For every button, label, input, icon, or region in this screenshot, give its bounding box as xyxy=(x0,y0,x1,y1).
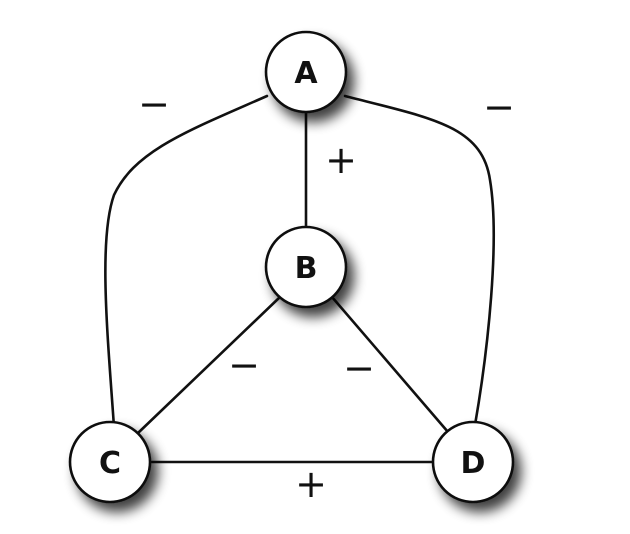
node-c-circle xyxy=(68,420,152,504)
sign-label-b-c: − xyxy=(228,343,260,387)
sign-label-a-b: + xyxy=(325,138,357,182)
edge-a-d xyxy=(343,94,496,427)
sign-label-b-d: − xyxy=(343,346,375,390)
sign-label-c-d: + xyxy=(295,462,327,506)
node-b-circle xyxy=(264,225,348,309)
node-c-label: C xyxy=(99,446,121,481)
node-a-label: A xyxy=(294,56,318,91)
node-a-circle xyxy=(264,30,348,114)
node-c: C xyxy=(68,420,152,504)
node-d-circle xyxy=(431,420,515,504)
node-d-label: D xyxy=(461,446,486,481)
sign-label-a-d: − xyxy=(483,85,515,129)
node-a: A xyxy=(264,30,348,114)
edge-b-c xyxy=(136,295,282,435)
sign-label-a-c: − xyxy=(138,82,170,126)
node-d: D xyxy=(431,420,515,504)
edges xyxy=(104,94,496,464)
node-b: B xyxy=(264,225,348,309)
edge-signs: + − − − − + xyxy=(138,82,515,506)
edge-a-c xyxy=(104,94,269,429)
node-b-label: B xyxy=(295,251,318,286)
edge-b-d xyxy=(330,295,450,434)
